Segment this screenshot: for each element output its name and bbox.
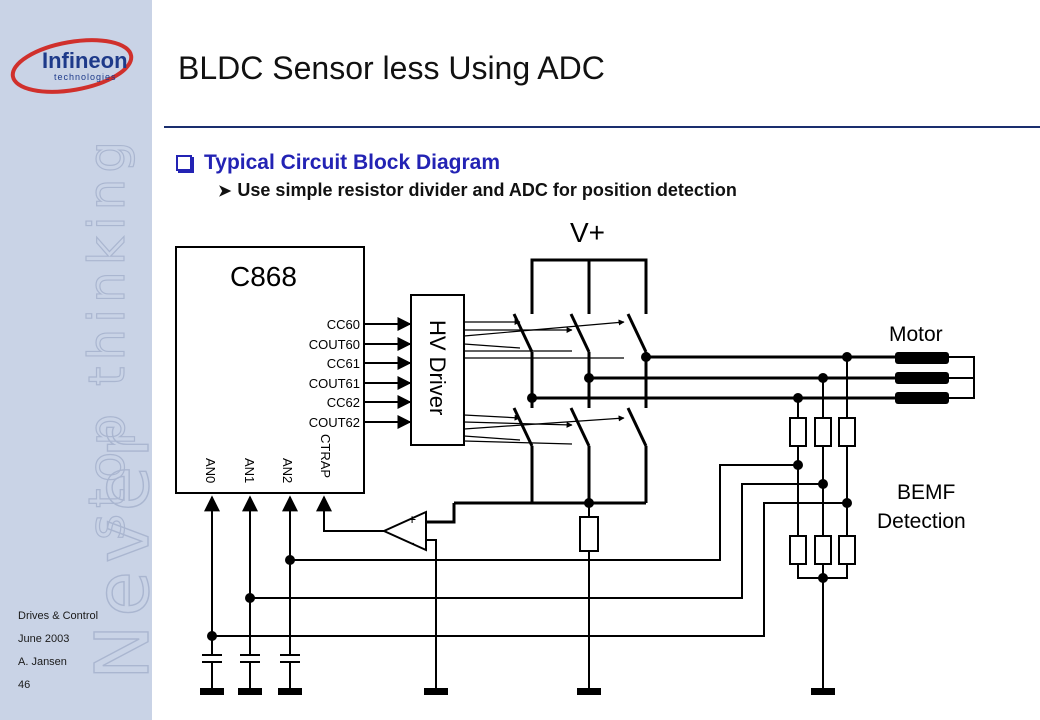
ground-symbols: [200, 688, 835, 695]
pin-cc61: CC61: [327, 356, 360, 371]
supply-label: V+: [570, 217, 605, 248]
pin-an2: AN2: [280, 458, 295, 483]
bullet-2-text: Use simple resistor divider and ADC for …: [237, 180, 737, 200]
low-side-switches: [512, 352, 648, 503]
pin-cc60: CC60: [327, 317, 360, 332]
pin-cc62: CC62: [327, 395, 360, 410]
shunt-circuit: [426, 501, 646, 690]
gate-signals: [463, 319, 625, 445]
motor-label: Motor: [889, 323, 943, 346]
pin-cout60: COUT60: [309, 337, 360, 352]
bullet-1-text: Typical Circuit Block Diagram: [204, 151, 501, 174]
mcu-driver-signals: [364, 317, 412, 429]
sense-lines: [212, 464, 847, 637]
title-rule: [164, 126, 1040, 128]
junction-dots: [207, 352, 852, 641]
mcu-label: C868: [230, 261, 297, 292]
high-side-switches: [512, 302, 648, 353]
sidebar-band: [0, 0, 152, 720]
bullet-1: Typical Circuit Block Diagram: [176, 151, 500, 175]
supply-rail: [530, 258, 648, 302]
logo-subtext: technologies: [54, 72, 117, 82]
motor-windings: [895, 352, 975, 404]
bemf-label-line1: BEMF: [897, 481, 955, 504]
divider-network: [789, 357, 856, 690]
hv-driver-block: [410, 294, 465, 446]
comparator: + -: [316, 495, 427, 552]
footer-dept: Drives & Control: [18, 610, 99, 622]
mcu-block: [175, 246, 365, 494]
phase-lines: [532, 355, 895, 400]
pin-ctrap: CTRAP: [318, 434, 333, 478]
adc-input-lines: [202, 495, 300, 690]
bullet-2: ➤ Use simple resistor divider and ADC for…: [218, 180, 737, 201]
pin-an1: AN1: [242, 458, 257, 483]
pin-an0: AN0: [203, 458, 218, 483]
watermark: Never stop thinking: [77, 134, 152, 680]
logo-text: Infineon: [42, 48, 128, 73]
comparator-minus: -: [410, 534, 415, 550]
arrow-bullet-icon: ➤: [218, 182, 232, 200]
watermark-stop-thinking: stop thinking: [78, 135, 136, 540]
bemf-label-line2: Detection: [877, 510, 966, 533]
footer-date: June 2003: [18, 633, 70, 645]
slide-title: BLDC Sensor less Using ADC: [178, 50, 605, 86]
pin-cout61: COUT61: [309, 376, 360, 391]
pin-cout62: COUT62: [309, 415, 360, 430]
checkbox-bullet-icon: [176, 155, 192, 171]
comparator-plus: +: [408, 511, 416, 527]
footer-author: A. Jansen: [18, 656, 67, 668]
watermark-never: Never: [80, 419, 152, 680]
footer-page: 46: [18, 679, 31, 691]
hv-driver-label: HV Driver: [425, 320, 450, 415]
infineon-logo: Infineon technologies: [10, 38, 134, 94]
